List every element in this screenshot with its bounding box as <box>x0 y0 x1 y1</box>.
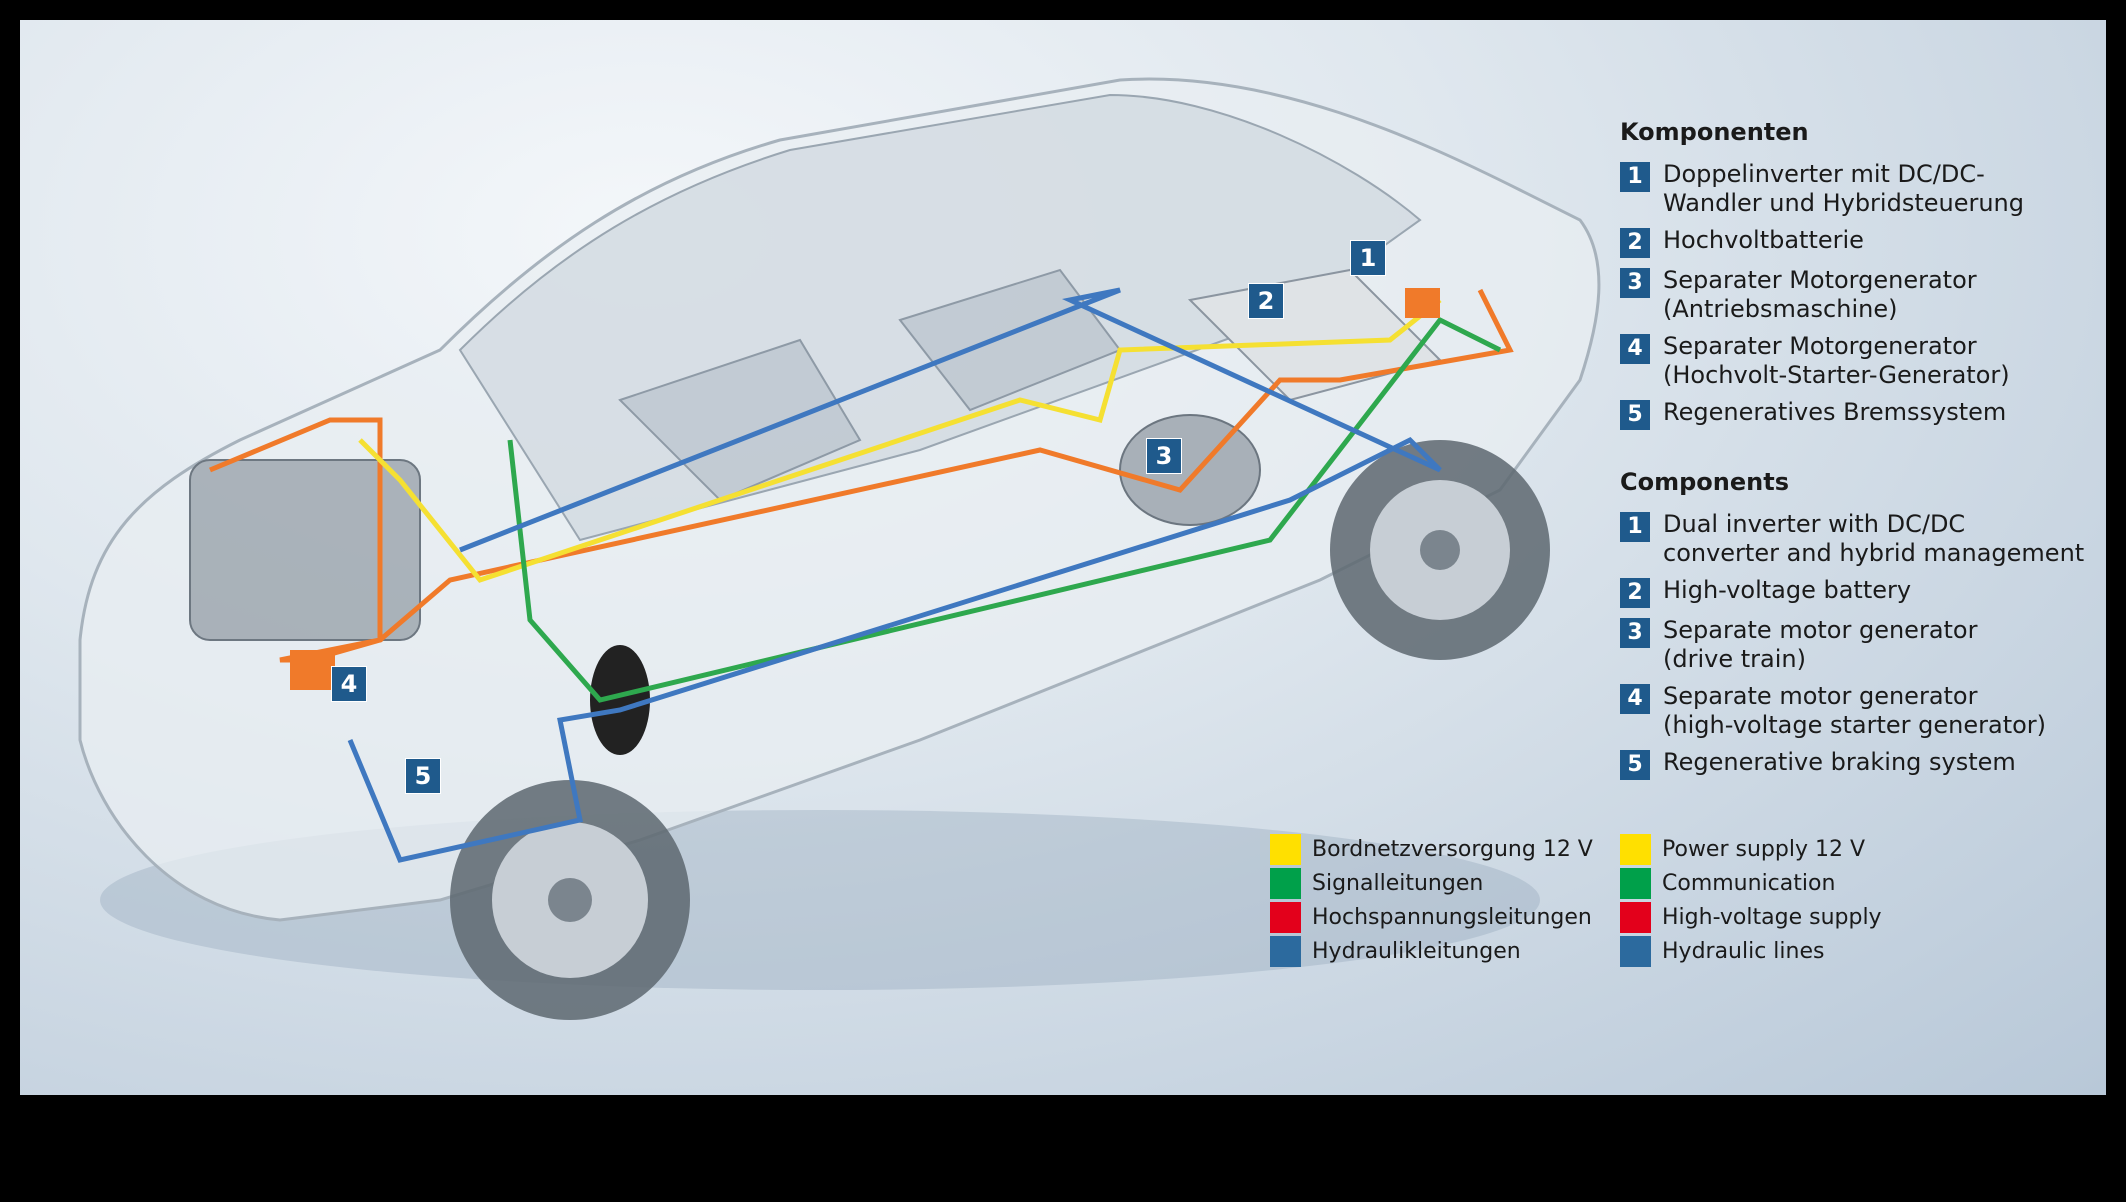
component-label: Dual inverter with DC/DC converter and h… <box>1663 510 2085 567</box>
english-components-title: Components <box>1620 468 1789 496</box>
legend-12v: Bordnetzversorgung 12 V <box>1270 832 1593 866</box>
german-components-list: 1 Doppelinverter mit DC/DC- Wandler und H… <box>1620 160 2024 438</box>
legend-12v: Power supply 12 V <box>1620 832 1882 866</box>
swatch-green <box>1620 867 1651 899</box>
signal-line <box>507 316 1502 703</box>
swatch-yellow <box>1620 833 1651 865</box>
swatch-blue <box>1270 935 1301 967</box>
english-component-3: 3 Separate motor generator (drive train) <box>1620 616 2084 674</box>
hv-starter-block <box>290 650 335 690</box>
line-legend-german: Bordnetzversorgung 12 V Signalleitungen … <box>1270 832 1593 968</box>
english-component-4: 4 Separate motor generator (high-voltage … <box>1620 682 2084 740</box>
english-components-list: 1 Dual inverter with DC/DC converter and … <box>1620 510 2084 788</box>
badge: 3 <box>1620 268 1650 298</box>
component-label: Regenerative braking system <box>1663 748 2016 776</box>
brake-booster <box>590 645 650 755</box>
rear-wheel <box>1330 440 1550 660</box>
legend-hv: Hochspannungsleitungen <box>1270 900 1593 934</box>
legend-label: Signalleitungen <box>1312 870 1484 896</box>
swatch-blue <box>1620 935 1651 967</box>
german-component-2: 2 Hochvoltbatterie <box>1620 226 2024 258</box>
badge: 3 <box>1620 618 1650 648</box>
legend-label: Hydraulikleitungen <box>1312 938 1521 964</box>
legend-hydraulic: Hydraulikleitungen <box>1270 934 1593 968</box>
badge: 2 <box>1620 578 1650 608</box>
badge: 4 <box>1620 334 1650 364</box>
english-component-2: 2 High-voltage battery <box>1620 576 2084 608</box>
swatch-yellow <box>1270 833 1301 865</box>
german-component-5: 5 Regeneratives Bremssystem <box>1620 398 2024 430</box>
german-components-title: Komponenten <box>1620 118 1809 146</box>
component-label: Separater Motorgenerator (Antriebsmaschi… <box>1663 266 1977 323</box>
legend-label: Bordnetzversorgung 12 V <box>1312 836 1593 862</box>
legend-label: Power supply 12 V <box>1662 836 1866 862</box>
callout-1: 1 <box>1350 240 1386 276</box>
callout-2: 2 <box>1248 283 1284 319</box>
component-label: Separater Motorgenerator (Hochvolt-Start… <box>1663 332 2010 389</box>
legend-signal: Communication <box>1620 866 1882 900</box>
legend-label: High-voltage supply <box>1662 904 1882 930</box>
badge: 5 <box>1620 750 1650 780</box>
swatch-red <box>1620 901 1651 933</box>
english-component-5: 5 Regenerative braking system <box>1620 748 2084 780</box>
legend-hv: High-voltage supply <box>1620 900 1882 934</box>
diagram-panel: 1 2 3 4 5 Komponenten 1 Doppelinverter mi… <box>20 20 2106 1095</box>
swatch-green <box>1270 867 1301 899</box>
12v-line <box>358 298 1442 583</box>
hydraulic-line <box>347 287 1442 863</box>
german-component-1: 1 Doppelinverter mit DC/DC- Wandler und H… <box>1620 160 2024 218</box>
legend-label: Communication <box>1662 870 1836 896</box>
component-label: Separate motor generator (drive train) <box>1663 616 1978 673</box>
component-label: Doppelinverter mit DC/DC- Wandler und Hy… <box>1663 160 2024 217</box>
legend-signal: Signalleitungen <box>1270 866 1593 900</box>
badge: 1 <box>1620 162 1650 192</box>
badge: 5 <box>1620 400 1650 430</box>
front-wheel <box>450 780 690 1020</box>
swatch-red <box>1270 901 1301 933</box>
engine-block <box>189 459 421 641</box>
callout-5: 5 <box>405 758 441 794</box>
component-label: High-voltage battery <box>1663 576 1912 604</box>
component-label: Regeneratives Bremssystem <box>1663 398 2007 426</box>
line-legend-english: Power supply 12 V Communication High-vol… <box>1620 832 1882 968</box>
callout-3: 3 <box>1146 438 1182 474</box>
badge: 4 <box>1620 684 1650 714</box>
component-label: Separate motor generator (high-voltage s… <box>1663 682 2047 739</box>
car-illustration <box>78 77 1601 1020</box>
inverter-block <box>1405 288 1440 318</box>
german-component-4: 4 Separater Motorgenerator (Hochvolt-Star… <box>1620 332 2024 390</box>
english-component-1: 1 Dual inverter with DC/DC converter and … <box>1620 510 2084 568</box>
component-label: Hochvoltbatterie <box>1663 226 1864 254</box>
drive-motor <box>1119 414 1261 526</box>
german-component-3: 3 Separater Motorgenerator (Antriebsmasch… <box>1620 266 2024 324</box>
legend-label: Hochspannungsleitungen <box>1312 904 1592 930</box>
badge: 2 <box>1620 228 1650 258</box>
legend-label: Hydraulic lines <box>1662 938 1825 964</box>
legend-hydraulic: Hydraulic lines <box>1620 934 1882 968</box>
badge: 1 <box>1620 512 1650 542</box>
callout-4: 4 <box>331 666 367 702</box>
